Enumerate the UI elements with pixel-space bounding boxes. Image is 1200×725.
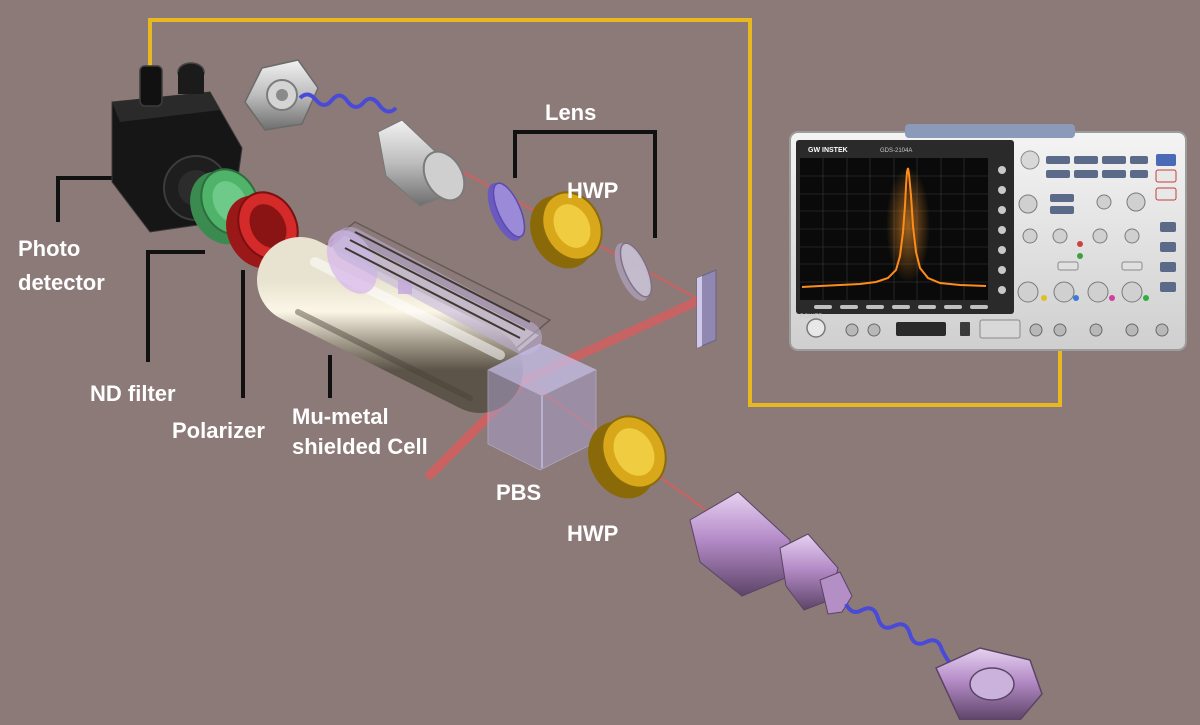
- label-photo-detector-line2: detector: [18, 270, 105, 295]
- oscilloscope-trace: [801, 167, 987, 288]
- pbs-cube: [487, 343, 597, 471]
- mirror: [696, 269, 717, 349]
- leader-lens: [513, 130, 657, 238]
- label-photo-detector-line1: Photo: [18, 236, 81, 261]
- lens-1: [487, 182, 526, 241]
- leader-lines: [56, 130, 657, 398]
- bottom-softkeys: [814, 305, 988, 309]
- label-polarizer: Polarizer: [172, 418, 265, 443]
- label-photo-detector: Photo detector: [18, 236, 105, 296]
- label-hwp-bottom: HWP: [567, 521, 619, 546]
- power-label: POWER: [800, 314, 823, 320]
- oscilloscope-brand: GW INSTEK: [808, 147, 848, 154]
- label-lens: Lens: [545, 100, 597, 125]
- screen-softkeys: [998, 166, 1006, 294]
- leader-photo-detector: [56, 176, 112, 222]
- oscilloscope: GW INSTEK GDS-2104A: [789, 124, 1187, 351]
- label-hwp-top: HWP: [567, 178, 619, 203]
- oscilloscope-model: GDS-2104A: [880, 148, 912, 154]
- fiber-mount-top: [244, 59, 319, 131]
- fiber-collimator-bottom: [689, 491, 853, 615]
- fiber-top: [298, 92, 398, 114]
- hwp-top: [530, 191, 603, 269]
- control-panel: [1017, 150, 1177, 303]
- label-cell: Mu-metal shielded Cell: [292, 404, 428, 460]
- lens-2: [614, 242, 653, 301]
- label-cell-line2: shielded Cell: [292, 434, 428, 459]
- signal-cable: [148, 18, 1062, 407]
- hwp-bottom: [588, 415, 667, 499]
- fiber-mount-bottom: [935, 647, 1043, 721]
- label-cell-line1: Mu-metal: [292, 404, 389, 429]
- label-pbs: PBS: [496, 480, 542, 505]
- fiber-collimator-top: [377, 119, 466, 207]
- front-connectors: POWER: [800, 314, 1169, 339]
- shielded-cell: [257, 221, 552, 413]
- fiber-bottom: [844, 603, 956, 670]
- label-nd-filter: ND filter: [90, 381, 176, 406]
- leader-nd-filter: [146, 250, 205, 362]
